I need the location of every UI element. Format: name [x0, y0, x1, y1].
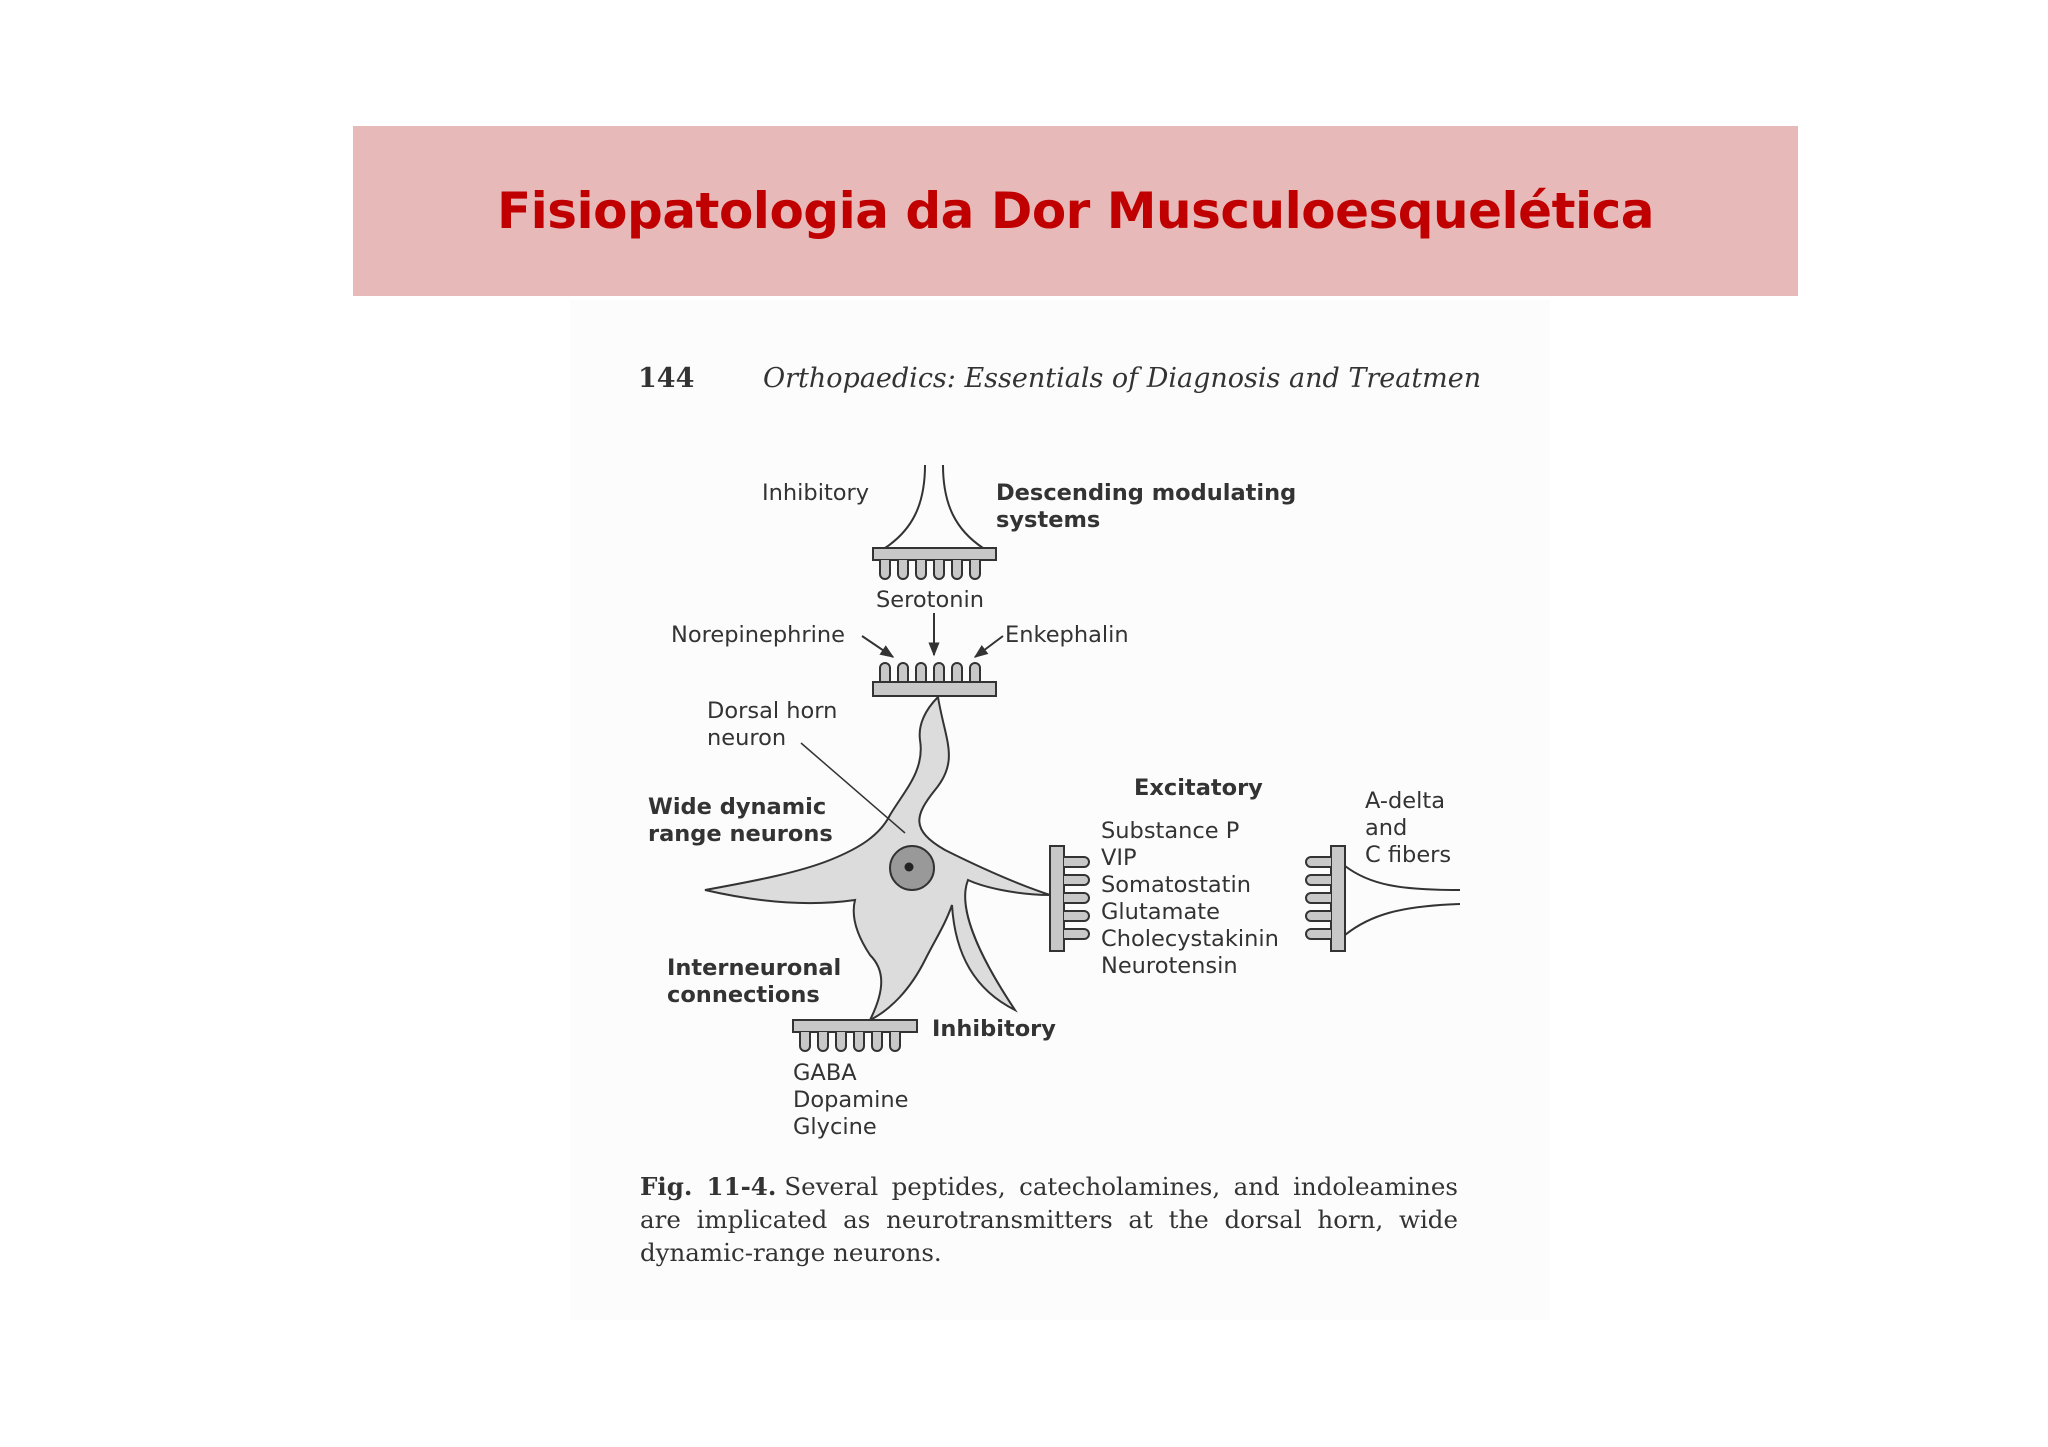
enkephalin-arrow: [973, 635, 1004, 658]
inhibitory-list: GABA Dopamine Glycine: [793, 1060, 908, 1141]
descending-axon: [942, 464, 984, 549]
dorsal-horn-label-line2: neuron: [707, 725, 787, 751]
descending-label-line2: systems: [996, 507, 1101, 533]
norepinephrine-label: Norepinephrine: [671, 622, 845, 648]
interneuronal-label-line2: connections: [667, 982, 820, 1008]
wide-dynamic-label-line2: range neurons: [648, 821, 833, 847]
figure-caption-label: Fig. 11-4.: [640, 1172, 777, 1201]
fibers-label-line: and: [1365, 815, 1408, 841]
top-inhibitory-label: Inhibitory: [762, 480, 870, 506]
excitatory-terminal: [1049, 845, 1090, 952]
wide-dynamic-label-line1: Wide dynamic: [648, 794, 827, 820]
synapse-terminal-top: [872, 547, 997, 580]
excitatory-list: Substance P VIP Somatostatin Glutamate C…: [1101, 818, 1279, 980]
page-number: 144: [638, 363, 695, 394]
serotonin-label: Serotonin: [876, 587, 985, 613]
excitatory-heading: Excitatory: [1134, 775, 1263, 801]
c-fiber: [1344, 903, 1461, 936]
excitatory-item: VIP: [1101, 845, 1137, 871]
fiber-terminal: [1305, 845, 1346, 952]
slide-title: Fisiopatologia da Dor Musculoesquelética: [496, 182, 1655, 240]
running-head: Orthopaedics: Essentials of Diagnosis an…: [763, 363, 1482, 394]
excitatory-item: Somatostatin: [1101, 872, 1252, 898]
enkephalin-label: Enkephalin: [1005, 622, 1129, 648]
figure-caption: Fig. 11-4.Several peptides, catecholamin…: [640, 1170, 1458, 1269]
inhibitory-item: GABA: [793, 1060, 857, 1086]
fibers-label-line: C fibers: [1365, 842, 1452, 868]
fibers-label-line: A-delta: [1365, 788, 1446, 814]
figure-caption-text: Several peptides, catecholamines, and in…: [640, 1172, 1458, 1267]
excitatory-item: Substance P: [1101, 818, 1240, 844]
a-delta-fiber: [1344, 865, 1461, 891]
title-banner: Fisiopatologia da Dor Musculoesquelética: [353, 126, 1798, 296]
dorsal-horn-label-line1: Dorsal horn: [707, 698, 838, 724]
fibers-label: A-delta and C fibers: [1365, 788, 1451, 869]
dorsal-horn-leader: [800, 742, 906, 834]
inhibitory-item: Dopamine: [793, 1087, 909, 1113]
scanned-figure: [570, 300, 1550, 1320]
excitatory-item: Cholecystakinin: [1101, 926, 1279, 952]
descending-label-line1: Descending modulating: [996, 480, 1297, 506]
dorsal-horn-neuron: [704, 694, 1051, 1023]
neuron-nucleolus: [904, 862, 914, 872]
excitatory-item: Glutamate: [1101, 899, 1220, 925]
inhibitory-terminal: [792, 1019, 918, 1052]
synapse-terminal-middle: [872, 662, 997, 697]
norepinephrine-arrow: [861, 635, 895, 658]
descending-axon: [884, 464, 926, 549]
inhibitory-item: Glycine: [793, 1114, 877, 1140]
interneuronal-label-line1: Interneuronal: [667, 955, 842, 981]
bottom-inhibitory-label: Inhibitory: [932, 1016, 1056, 1042]
excitatory-item: Neurotensin: [1101, 953, 1238, 979]
